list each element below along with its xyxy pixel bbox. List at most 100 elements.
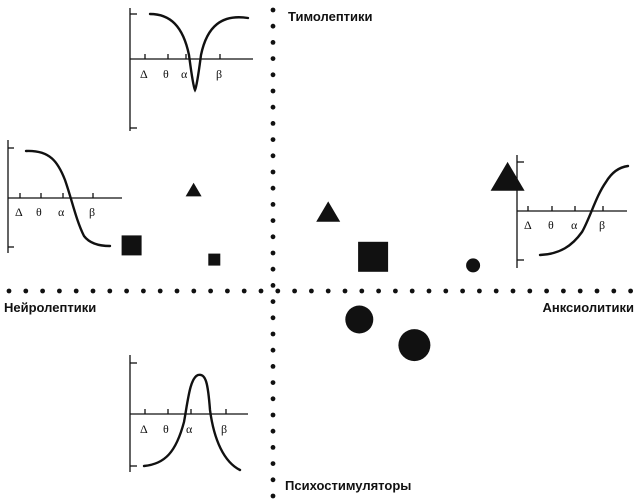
marker-square-small bbox=[208, 253, 221, 266]
inset-right: Δ θ α β bbox=[516, 155, 630, 268]
axis-dot-vertical bbox=[270, 169, 276, 175]
axis-dot-vertical bbox=[270, 137, 276, 143]
axis-dot-vertical bbox=[270, 266, 276, 272]
band-alpha-top: α bbox=[181, 67, 188, 81]
axis-dot-horizontal bbox=[393, 288, 398, 294]
band-delta-left: Δ bbox=[15, 205, 23, 219]
axis-dot-vertical bbox=[270, 299, 276, 304]
axis-dot-vertical bbox=[270, 283, 276, 288]
axis-dot-horizontal bbox=[275, 288, 281, 294]
axis-dot-vertical bbox=[270, 493, 276, 499]
marker-square-large bbox=[358, 241, 389, 272]
axis-dot-vertical bbox=[270, 202, 276, 207]
axis-dot-vertical bbox=[270, 461, 276, 466]
axis-dot-vertical bbox=[270, 104, 276, 110]
inset-bottom: Δ θ α β bbox=[129, 355, 248, 472]
axis-dot-vertical bbox=[270, 428, 276, 434]
band-delta-right: Δ bbox=[524, 218, 532, 232]
axis-dot-horizontal bbox=[477, 288, 482, 294]
axis-dot-horizontal bbox=[174, 288, 180, 294]
axis-dot-horizontal bbox=[6, 288, 12, 294]
inset-left: Δ θ α β bbox=[7, 140, 122, 253]
axis-dot-horizontal bbox=[577, 288, 583, 294]
axis-dot-horizontal bbox=[124, 288, 129, 294]
axis-dot-vertical bbox=[270, 477, 276, 483]
band-beta-left: β bbox=[89, 205, 95, 219]
axis-dot-horizontal bbox=[342, 288, 348, 294]
inset-top: Δ θ α β bbox=[129, 8, 253, 131]
curve-dip bbox=[148, 12, 250, 93]
axis-dot-horizontal bbox=[325, 288, 331, 294]
axis-dot-horizontal bbox=[426, 288, 432, 294]
axis-dot-horizontal bbox=[90, 288, 96, 294]
band-beta-top: β bbox=[216, 67, 222, 81]
axis-dot-horizontal bbox=[460, 288, 465, 294]
axis-dot-vertical bbox=[270, 153, 276, 159]
axis-dot-vertical bbox=[270, 364, 276, 369]
marker-triangle-medium bbox=[316, 201, 341, 222]
axis-dot-horizontal bbox=[309, 288, 314, 294]
band-theta-top: θ bbox=[163, 67, 169, 81]
axis-dot-vertical bbox=[270, 23, 276, 29]
axis-dot-vertical bbox=[270, 218, 276, 224]
axis-label-top: Тимолептики bbox=[288, 9, 373, 24]
axis-dot-horizontal bbox=[157, 288, 163, 294]
axis-dot-horizontal bbox=[628, 288, 633, 294]
axis-dot-horizontal bbox=[594, 288, 600, 294]
marker-square-medium bbox=[121, 235, 142, 256]
axis-dot-horizontal bbox=[241, 288, 247, 294]
band-alpha-left: α bbox=[58, 205, 65, 219]
axis-dot-horizontal bbox=[493, 288, 499, 294]
axis-dot-horizontal bbox=[141, 288, 146, 294]
marker-triangle-small bbox=[185, 182, 202, 197]
axis-dot-vertical bbox=[270, 121, 276, 126]
band-theta-right: θ bbox=[548, 218, 554, 232]
band-alpha-right: α bbox=[571, 218, 578, 232]
axis-dot-horizontal bbox=[376, 288, 381, 294]
band-delta-top: Δ bbox=[140, 67, 148, 81]
axis-dot-vertical bbox=[270, 88, 276, 94]
axis-dot-vertical bbox=[270, 72, 276, 78]
dotted-axes bbox=[6, 7, 633, 499]
curve-peak bbox=[142, 373, 242, 472]
axis-dot-horizontal bbox=[107, 288, 113, 294]
axis-dot-vertical bbox=[270, 56, 276, 61]
axis-dot-horizontal bbox=[544, 288, 549, 294]
axis-dot-horizontal bbox=[40, 288, 45, 294]
axis-dot-vertical bbox=[270, 40, 276, 45]
band-alpha-bottom: α bbox=[186, 422, 193, 436]
axis-dot-horizontal bbox=[191, 288, 197, 294]
band-theta-left: θ bbox=[36, 205, 42, 219]
axis-dot-vertical bbox=[270, 347, 276, 353]
curve-sigmoid-down bbox=[24, 149, 112, 248]
axis-dot-vertical bbox=[270, 396, 276, 402]
axis-dot-horizontal bbox=[561, 288, 566, 294]
axis-dot-horizontal bbox=[208, 288, 214, 294]
axis-dot-vertical bbox=[270, 250, 276, 256]
curve-sigmoid-up bbox=[538, 164, 630, 257]
axis-label-left: Нейролептики bbox=[4, 300, 96, 315]
drug-markers bbox=[121, 161, 525, 362]
axis-dot-vertical bbox=[270, 445, 276, 450]
axis-label-bottom: Психостимуляторы bbox=[285, 478, 411, 493]
axis-dot-vertical bbox=[270, 331, 276, 337]
axis-dot-vertical bbox=[270, 185, 276, 191]
axis-dot-horizontal bbox=[225, 288, 230, 294]
axis-dot-horizontal bbox=[443, 288, 449, 294]
band-beta-bottom: β bbox=[221, 422, 227, 436]
axis-dot-horizontal bbox=[359, 288, 365, 294]
marker-circle-small bbox=[466, 258, 481, 273]
axis-dot-horizontal bbox=[510, 288, 516, 294]
axis-dot-horizontal bbox=[292, 288, 297, 294]
band-beta-right: β bbox=[599, 218, 605, 232]
band-theta-bottom: θ bbox=[163, 422, 169, 436]
axis-dot-vertical bbox=[270, 7, 276, 13]
axis-dot-horizontal bbox=[23, 288, 29, 294]
axis-dot-horizontal bbox=[409, 288, 415, 294]
marker-triangle-large bbox=[490, 161, 525, 191]
axis-dot-horizontal bbox=[258, 288, 264, 294]
marker-circle-medium bbox=[345, 305, 374, 334]
axis-dot-vertical bbox=[270, 412, 276, 418]
